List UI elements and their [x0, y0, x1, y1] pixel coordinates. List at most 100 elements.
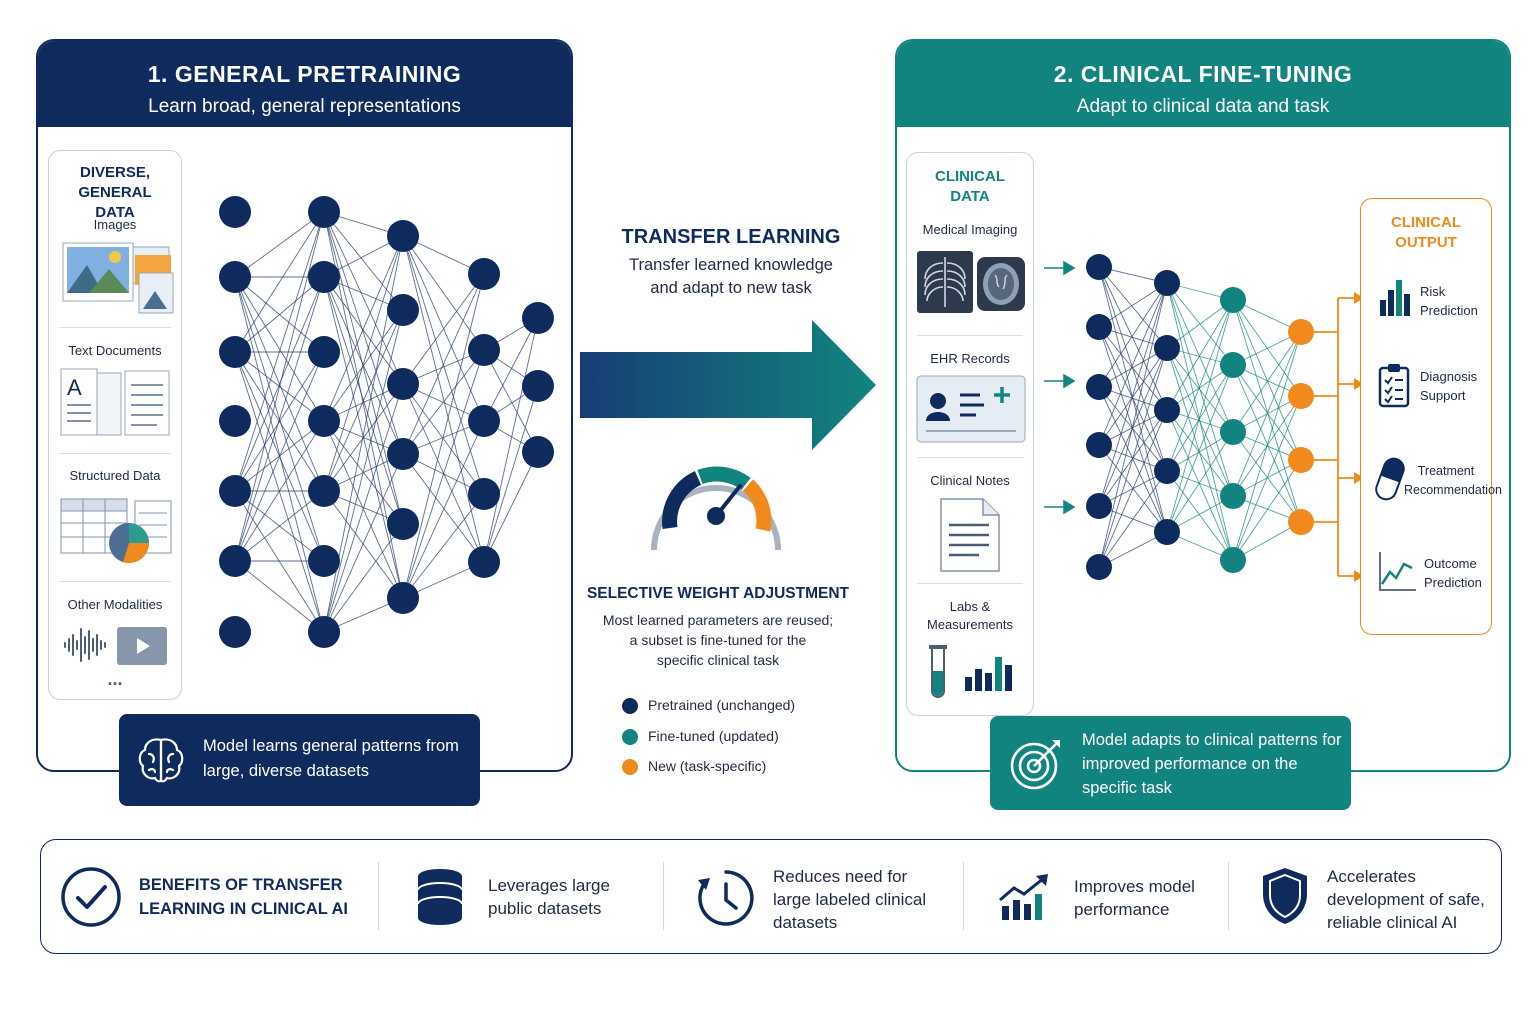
network-node [1288, 509, 1314, 535]
network-connection [402, 273, 485, 599]
brain-icon [138, 738, 184, 783]
network-node [468, 478, 500, 510]
network-connection [1166, 470, 1234, 561]
divider [663, 862, 664, 930]
network-connection [402, 235, 485, 563]
finetuning-caption-box: Model adapts to clinical patterns for im… [990, 716, 1351, 810]
network-connection [1166, 347, 1234, 561]
network-connection [483, 317, 539, 422]
benefit-line: Leverages large [488, 876, 610, 895]
network-connection [1166, 299, 1234, 411]
network-node [308, 616, 340, 648]
finetuning-subtitle: Adapt to clinical data and task [1076, 96, 1330, 117]
network-connection [402, 453, 485, 563]
benefit-leverages-datasets: Leverages large public datasets [488, 874, 610, 920]
network-node [219, 616, 251, 648]
network-connection [1232, 395, 1302, 561]
gauge-icon [651, 466, 781, 551]
network-connection [1166, 347, 1234, 497]
network-node [387, 368, 419, 400]
benefit-line: reliable clinical AI [1327, 913, 1458, 932]
data-item-structured-data: Structured Data [69, 468, 161, 483]
benefit-line: public datasets [488, 899, 602, 918]
network-connection [1166, 364, 1234, 472]
network-connection [402, 273, 485, 455]
general-data-title: DIVERSE, GENERAL DATA [78, 164, 152, 221]
output-risk-prediction: Risk Prediction [1420, 282, 1478, 320]
network-connection [234, 211, 325, 278]
network-connection [483, 385, 539, 563]
clipboard-icon [1378, 364, 1410, 408]
network-connection [234, 276, 325, 492]
output-diagnosis-support: Diagnosis Support [1420, 367, 1477, 405]
network-node [1154, 397, 1180, 423]
network-connection [483, 349, 539, 453]
network-connection [323, 523, 404, 633]
check-circle-icon [61, 867, 121, 927]
more-modalities: ... [107, 669, 123, 689]
clinical-output-title-line1: CLINICAL [1391, 214, 1461, 231]
network-node [387, 294, 419, 326]
network-node [468, 405, 500, 437]
network-node [308, 405, 340, 437]
network-connection [1232, 331, 1302, 561]
legend-pretrained: Pretrained (unchanged) [622, 697, 795, 715]
network-connection [483, 317, 539, 563]
pretraining-subtitle: Learn broad, general representations [148, 96, 461, 117]
network-node [387, 438, 419, 470]
clinical-data-title-line1: CLINICAL [935, 168, 1005, 185]
divider [59, 581, 171, 582]
divider [963, 862, 964, 930]
network-node [219, 261, 251, 293]
clock-icon [698, 870, 754, 926]
network-node [522, 436, 554, 468]
network-connection [1166, 282, 1234, 433]
video-play-icon [117, 627, 167, 665]
network-connection [1166, 364, 1234, 533]
clinical-data-title-line2: DATA [950, 188, 990, 205]
network-connection [1166, 409, 1234, 561]
output-label: Recommendation [1404, 483, 1502, 497]
transfer-arrow-icon [580, 320, 876, 450]
network-connection [1098, 386, 1168, 472]
divider [917, 457, 1023, 458]
network-connection [1098, 326, 1168, 411]
output-connectors [1314, 292, 1364, 582]
network-connection [323, 235, 404, 422]
network-connection [1098, 347, 1168, 568]
benefit-line: Accelerates [1327, 867, 1416, 886]
benefit-line: development of safe, [1327, 890, 1485, 909]
network-connection [323, 453, 404, 633]
clinical-output-title-line2: OUTPUT [1395, 234, 1457, 251]
finetuning-header: 2. CLINICAL FINE-TUNING Adapt to clinica… [897, 41, 1509, 127]
finetuning-title: 2. CLINICAL FINE-TUNING [1053, 61, 1353, 87]
network-node [1086, 432, 1112, 458]
benefits-title-line1: BENEFITS OF TRANSFER [139, 876, 343, 894]
general-data-panel: DIVERSE, GENERAL DATA Images Text Docume… [48, 150, 182, 700]
network-connection [1098, 282, 1168, 388]
target-icon [1010, 740, 1060, 790]
network-node [308, 336, 340, 368]
network-node [1086, 314, 1112, 340]
network-node [522, 370, 554, 402]
network-connection [234, 420, 325, 562]
legend-label: New (task-specific) [648, 758, 767, 774]
network-connection [1166, 409, 1234, 497]
test-tube-icon [929, 645, 947, 698]
divider [59, 453, 171, 454]
output-label: Prediction [1420, 303, 1478, 318]
adjust-line3: specific clinical task [656, 652, 780, 668]
network-connection [1232, 364, 1302, 461]
network-connection [483, 451, 539, 563]
network-connection [234, 490, 325, 562]
network-connection [234, 211, 325, 492]
growth-chart-icon [999, 874, 1048, 920]
network-node [219, 196, 251, 228]
finetuned-network [1086, 254, 1314, 580]
data-item-other-modalities: Other Modalities [67, 597, 163, 612]
network-connection [1098, 347, 1168, 388]
network-connection [234, 211, 325, 353]
pill-capsule-icon [1375, 457, 1405, 501]
document-icon: A [60, 368, 170, 436]
network-connection [1098, 347, 1168, 446]
